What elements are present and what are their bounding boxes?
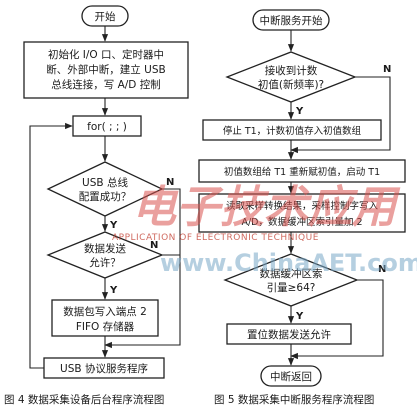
loop-label: for( ; ; ) (87, 121, 127, 133)
data-send-label-line2: 允许？ (89, 256, 121, 269)
edge-no-rail-to-service (104, 242, 181, 349)
buffer-yes: Y (295, 311, 304, 322)
buffer-label-line2: 引量≥64? (267, 281, 316, 294)
set-flag-label: 置位数据发送允许 (247, 328, 331, 341)
recv-no: N (383, 64, 391, 75)
fig4-caption: 图 4 数据采集设备后台程序流程图 (4, 393, 164, 406)
assign-t1-label: 初值数组给 T1 重新赋初值，启动 T1 (224, 166, 380, 178)
usb-check-yes: Y (109, 220, 118, 231)
fig5-caption: 图 5 数据采集中断服务程序流程图 (214, 393, 374, 406)
read-sample-node (198, 193, 406, 233)
edge-usbcheck-no (162, 188, 181, 242)
assign-t1-node (198, 159, 406, 183)
right-end-label: 中断返回 (270, 370, 312, 383)
init-label-line1: 初始化 I/O 口、定时器中 (48, 48, 164, 61)
usb-check-label-line1: USB 总线 (82, 176, 128, 189)
edge-buffer-no (290, 279, 384, 360)
right-flowchart: 中断服务开始 接收到计数 初值(新频率)? Y 停止 T1，计数初值存入初值数组… (198, 9, 406, 387)
loop-node (72, 115, 142, 137)
init-node (23, 41, 189, 99)
data-send-decision (46, 231, 164, 279)
recv-count-decision (225, 51, 357, 103)
right-end-node (260, 365, 322, 387)
init-label-line3: 总线连接，写 A/D 控制 (51, 78, 160, 91)
usb-check-label-line2: 配置成功？ (79, 191, 132, 203)
left-start-label: 开始 (95, 10, 116, 23)
read-label-line1: 读取采样转换结果，采样控制字写入 (226, 200, 379, 212)
recv-label-line2: 初值(新频率)? (258, 78, 324, 91)
edge-service-loopback (29, 122, 73, 369)
data-send-yes: Y (109, 285, 118, 296)
set-send-flag-node (226, 323, 352, 345)
write-label-line1: 数据包写入端点 2 (63, 305, 147, 318)
stop-t1-node (202, 119, 382, 141)
buffer-no: N (378, 264, 386, 275)
stop-t1-label: 停止 T1，计数初值存入初值数组 (223, 125, 362, 137)
buffer-label-line1: 数据缓冲区索 (260, 267, 323, 280)
write-label-line2: FIFO 存储器 (76, 320, 135, 333)
left-flowchart: 开始 初始化 I/O 口、定时器中 断、外部中断，建立 USB 总线连接，写 A… (23, 5, 189, 379)
write-fifo-node (51, 299, 159, 337)
data-send-no: N (150, 240, 158, 251)
watermark-english: APPLICATION OF ELECTRONIC TECHNIQUE (112, 233, 319, 243)
data-send-label-line1: 数据发送 (84, 242, 126, 255)
usb-check-no: N (166, 177, 174, 188)
buffer-index-decision (223, 253, 359, 307)
read-label-line2: A/D，数据缓冲区索引量加 2 (241, 216, 362, 228)
recv-label-line1: 接收到计数 (265, 64, 318, 77)
init-label-line2: 断、外部中断，建立 USB (46, 63, 165, 76)
recv-yes: Y (295, 106, 304, 117)
right-start-label: 中断服务开始 (260, 14, 323, 27)
edge-recv-no (290, 76, 391, 154)
usb-service-label: USB 协议服务程序 (60, 362, 148, 375)
usb-config-decision (46, 161, 164, 217)
